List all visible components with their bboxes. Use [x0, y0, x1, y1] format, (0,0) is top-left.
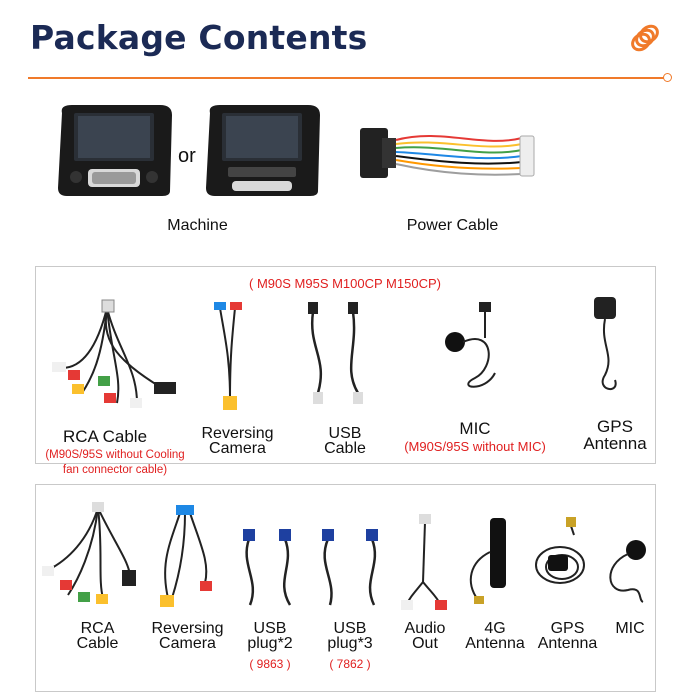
accessories-box-standard	[35, 484, 656, 692]
mic-note: (M90S/95S without MIC)	[404, 439, 546, 454]
rca-cable-note-1: (M90S/95S without Cooling	[45, 449, 185, 461]
4g-antenna-label-a: 4G	[484, 620, 506, 637]
usb-plug-3-image	[322, 529, 378, 606]
accessories-box-models	[35, 266, 656, 464]
4g-antenna-label-b: Antenna	[465, 635, 525, 652]
gps-antenna-image-1	[594, 297, 617, 390]
mic-label-2: MIC	[615, 620, 645, 637]
usb-plug-2-note: ( 9863 )	[249, 657, 291, 671]
usb-plug-3-note: ( 7862 )	[329, 657, 371, 671]
usb-plug-2-label-a: USB	[253, 620, 287, 637]
spiral-coil-logo-icon	[631, 24, 659, 52]
reversing-camera-label-1a: Reversing	[201, 425, 274, 442]
reversing-camera-label-1b: Camera	[209, 440, 266, 457]
reversing-camera-label-2a: Reversing	[151, 620, 224, 637]
mic-cable-image	[445, 302, 496, 388]
reversing-camera-label-2b: Camera	[159, 635, 216, 652]
models-note: ( M90S M95S M100CP M150CP)	[249, 276, 441, 291]
mic-image-2	[609, 540, 646, 603]
audio-out-label-b: Out	[412, 635, 438, 652]
gps-antenna-label-1a: GPS	[597, 417, 633, 436]
gps-antenna-label-2b: Antenna	[537, 635, 598, 652]
reversing-camera-cable-image-2	[160, 505, 212, 607]
usb-cable-image	[308, 302, 363, 404]
rca-cable-label-1: RCA Cable	[62, 427, 148, 446]
rca-cable-image-1	[52, 299, 176, 408]
page-title: Package Contents	[30, 18, 368, 57]
4g-antenna-image	[469, 518, 506, 604]
usb-plug-3-label-a: USB	[333, 620, 367, 637]
gps-antenna-label-2a: GPS	[550, 620, 585, 637]
rca-cable-label-2b: Cable	[76, 635, 119, 652]
usb-plug-3-label-b: plug*3	[327, 635, 373, 652]
rca-cable-note-2: fan connector cable)	[62, 464, 168, 476]
rca-cable-image-2	[42, 502, 136, 604]
usb-plug-2-label-b: plug*2	[247, 635, 293, 652]
machine-label: Machine	[167, 217, 228, 234]
machine-image-2	[206, 105, 320, 196]
mic-label-1: MIC	[459, 419, 491, 438]
usb-cable-label-b: Cable	[324, 440, 366, 457]
header-divider	[28, 77, 664, 79]
audio-out-label-a: Audio	[404, 620, 446, 637]
audio-out-cable-image	[401, 514, 447, 610]
reversing-camera-cable-image-1	[214, 302, 242, 410]
gps-antenna-image-2	[535, 517, 585, 584]
machine-image-1	[58, 105, 172, 196]
power-cable-image	[360, 128, 535, 178]
header-divider-end	[663, 73, 672, 82]
power-cable-label: Power Cable	[406, 217, 499, 234]
gps-antenna-label-1b: Antenna	[583, 434, 647, 453]
or-text: or	[178, 145, 196, 167]
usb-plug-2-image	[243, 529, 292, 606]
rca-cable-label-2a: RCA	[80, 620, 115, 637]
usb-cable-label-a: USB	[328, 425, 362, 442]
